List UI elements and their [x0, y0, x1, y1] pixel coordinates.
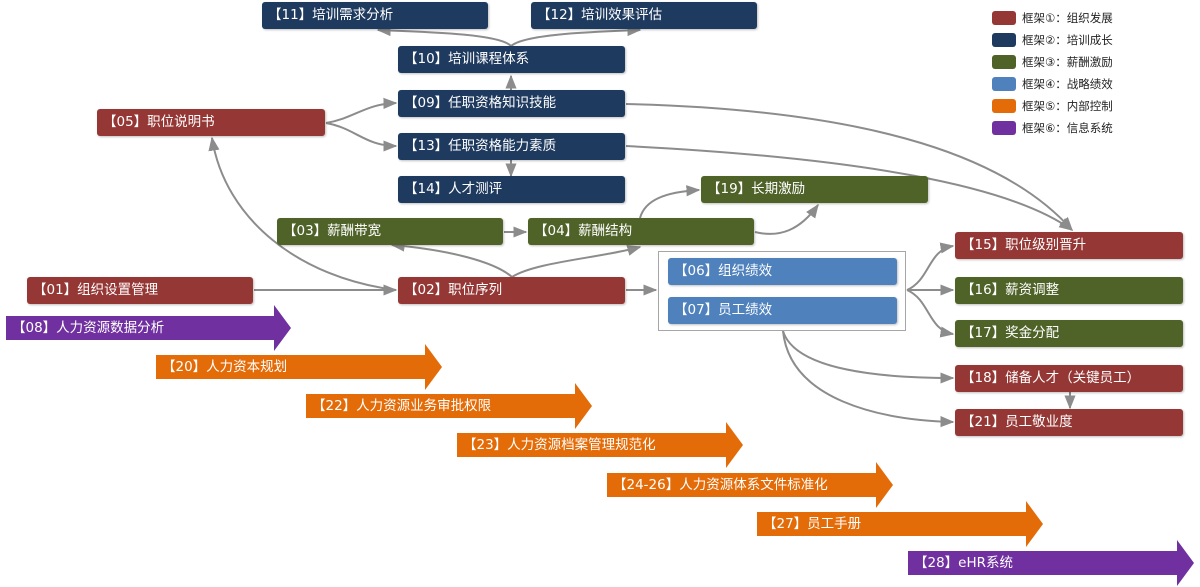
connector-02-03: [390, 240, 513, 278]
connector-10-12: [510, 24, 642, 47]
node-04-pay-structure[interactable]: 【04】薪酬结构: [528, 218, 754, 245]
band-label: 【28】eHR系统: [914, 555, 1014, 571]
node-07-employee-performance[interactable]: 【07】员工绩效: [668, 297, 897, 324]
node-09-qualification-knowledge[interactable]: 【09】任职资格知识技能: [398, 90, 625, 117]
node-03-pay-band[interactable]: 【03】薪酬带宽: [277, 218, 503, 245]
connector-05-13: [325, 122, 398, 152]
connector-perf-15: [906, 242, 955, 291]
connector-09-15: [625, 103, 1073, 232]
node-02-job-sequence[interactable]: 【02】职位序列: [398, 277, 625, 304]
band-label: 【20】人力资本规划: [162, 359, 288, 375]
connector-04-19: [639, 185, 701, 219]
legend-item-training: 框架②：培训成长: [990, 30, 1190, 52]
legend: 框架①：组织发展 框架②：培训成长 框架③：薪酬激励 框架④：战略绩效 框架⑤：…: [990, 8, 1190, 140]
band-22-approval-authority[interactable]: 【22】人力资源业务审批权限: [306, 383, 592, 429]
connector-perf-17: [906, 289, 955, 338]
band-arrow-shape: [306, 383, 592, 429]
connector-07-18: [782, 330, 955, 384]
legend-swatch: [992, 77, 1016, 91]
legend-label: 框架⑥：信息系统: [1022, 121, 1113, 135]
legend-item-info: 框架⑥：信息系统: [990, 118, 1190, 140]
legend-label: 框架⑤：内部控制: [1022, 99, 1113, 113]
band-28-ehr-system[interactable]: 【28】eHR系统: [908, 540, 1194, 586]
node-13-qualification-competency[interactable]: 【13】任职资格能力素质: [398, 133, 625, 160]
connector-02-04: [511, 244, 642, 278]
band-08-hr-data-analysis[interactable]: 【08】人力资源数据分析: [6, 305, 291, 351]
legend-swatch: [992, 33, 1016, 47]
band-arrow-shape: [757, 501, 1043, 547]
node-05-job-description[interactable]: 【05】职位说明书: [97, 109, 325, 136]
node-14-talent-assessment[interactable]: 【14】人才测评: [398, 176, 625, 203]
band-arrow-shape: [6, 305, 291, 351]
band-label: 【27】员工手册: [763, 516, 862, 532]
legend-item-control: 框架⑤：内部控制: [990, 96, 1190, 118]
band-arrow-shape: [457, 422, 743, 468]
legend-label: 框架④：战略绩效: [1022, 77, 1113, 91]
band-label: 【24-26】人力资源体系文件标准化: [613, 477, 828, 493]
legend-item-org: 框架①：组织发展: [990, 8, 1190, 30]
connector-07-21: [782, 330, 955, 428]
band-arrow-shape: [156, 344, 442, 390]
legend-item-performance: 框架④：战略绩效: [990, 74, 1190, 96]
node-10-training-courses[interactable]: 【10】培训课程体系: [398, 46, 625, 73]
node-12-training-evaluation[interactable]: 【12】培训效果评估: [531, 2, 757, 29]
legend-item-pay: 框架③：薪酬激励: [990, 52, 1190, 74]
node-11-training-needs[interactable]: 【11】培训需求分析: [262, 2, 488, 29]
legend-label: 框架①：组织发展: [1022, 11, 1113, 25]
connector-02-05: [208, 136, 397, 291]
band-23-archive-standardization[interactable]: 【23】人力资源档案管理规范化: [457, 422, 743, 468]
connector-05-09: [325, 97, 398, 124]
band-label: 【08】人力资源数据分析: [12, 320, 165, 336]
band-label: 【22】人力资源业务审批权限: [312, 398, 492, 414]
legend-swatch: [992, 99, 1016, 113]
legend-label: 框架③：薪酬激励: [1022, 55, 1113, 69]
node-15-promotion[interactable]: 【15】职位级别晋升: [955, 232, 1183, 259]
node-16-salary-adjustment[interactable]: 【16】薪资调整: [955, 277, 1183, 304]
node-21-engagement[interactable]: 【21】员工敬业度: [955, 409, 1183, 436]
connector-13-15: [625, 145, 1074, 231]
legend-swatch: [992, 55, 1016, 69]
band-24-26-document-standardization[interactable]: 【24-26】人力资源体系文件标准化: [607, 462, 893, 508]
node-17-bonus-allocation[interactable]: 【17】奖金分配: [955, 320, 1183, 347]
band-arrow-shape: [607, 462, 893, 508]
band-arrow-shape: [908, 540, 1194, 586]
node-19-long-term-incentive[interactable]: 【19】长期激励: [701, 176, 928, 203]
band-27-employee-handbook[interactable]: 【27】员工手册: [757, 501, 1043, 547]
band-20-human-capital-planning[interactable]: 【20】人力资本规划: [156, 344, 442, 390]
connector-04-19b: [754, 203, 819, 235]
legend-swatch: [992, 11, 1016, 25]
legend-swatch: [992, 121, 1016, 135]
node-01-org-setup[interactable]: 【01】组织设置管理: [27, 277, 253, 304]
node-06-org-performance[interactable]: 【06】组织绩效: [668, 258, 897, 285]
band-label: 【23】人力资源档案管理规范化: [463, 437, 656, 453]
node-18-reserve-talent[interactable]: 【18】储备人才（关键员工）: [955, 365, 1183, 392]
legend-label: 框架②：培训成长: [1022, 33, 1113, 47]
connector-10-11: [376, 24, 512, 47]
